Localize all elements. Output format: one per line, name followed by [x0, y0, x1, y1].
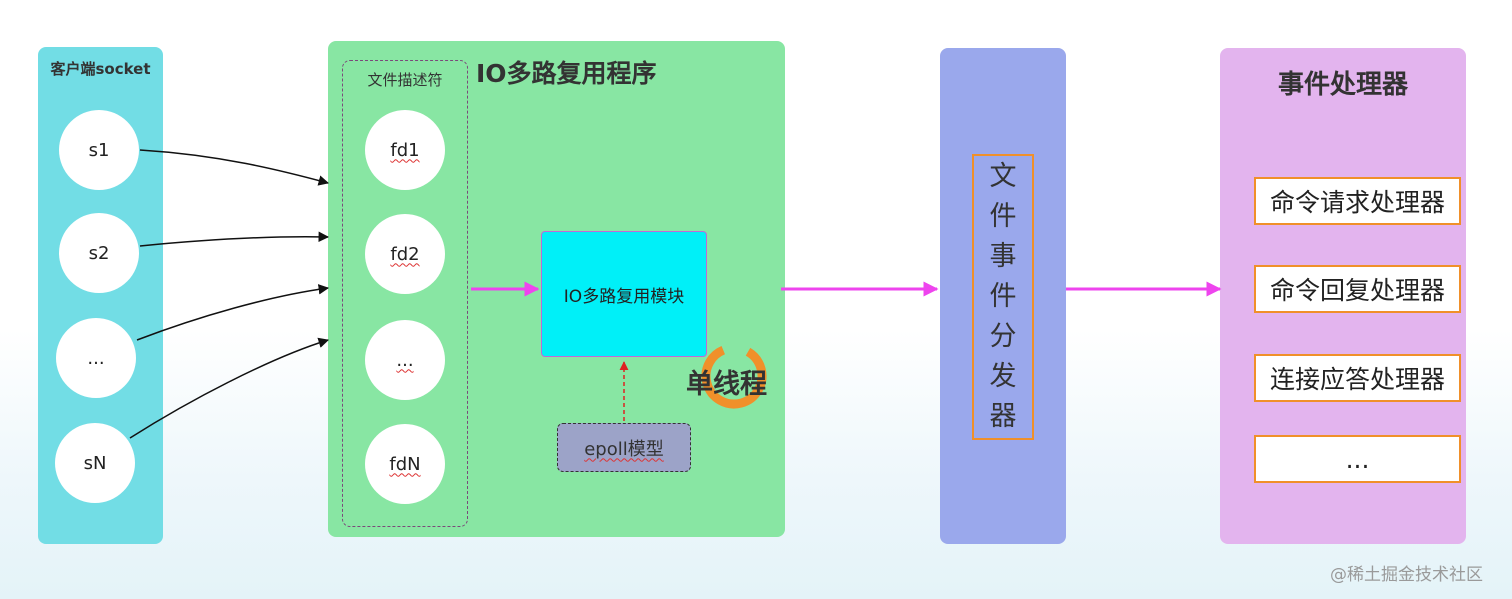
dispatcher-char: 文 — [989, 161, 1017, 192]
socket-node: s1 — [59, 110, 139, 190]
io-panel-title: IO多路复用程序 — [476, 59, 657, 88]
dispatcher-char: 分 — [989, 321, 1017, 352]
dispatcher-char: 件 — [989, 201, 1017, 232]
dispatcher-char: 事 — [989, 241, 1017, 272]
socket-node: ... — [56, 318, 136, 398]
socket-to-fd-arrow — [136, 284, 330, 341]
handler-item: ... — [1254, 435, 1461, 483]
fd-node: fd1 — [365, 110, 445, 190]
fd-node: fdN — [365, 424, 445, 504]
fd-node: ... — [365, 320, 445, 400]
file-descriptor-group — [342, 60, 468, 527]
socket-to-fd-arrow — [139, 231, 330, 247]
handler-item: 命令请求处理器 — [1254, 177, 1461, 225]
dispatcher-char: 件 — [989, 281, 1017, 312]
epoll-model-label: epoll模型 — [584, 438, 664, 460]
fd-node-label: fdN — [389, 453, 421, 475]
file-descriptor-title: 文件描述符 — [367, 71, 443, 89]
epoll-model-box: epoll模型 — [557, 423, 691, 472]
handler-panel-title: 事件处理器 — [1277, 70, 1408, 100]
single-thread-label: 单线程 — [686, 369, 767, 400]
socket-node: sN — [55, 423, 135, 503]
handler-item: 连接应答处理器 — [1254, 354, 1461, 402]
handler-item: 命令回复处理器 — [1254, 265, 1461, 313]
dispatcher-char: 器 — [989, 401, 1017, 432]
fd-node-label: fd2 — [390, 243, 420, 265]
dispatcher-char: 发 — [989, 361, 1017, 392]
fd-node: fd2 — [365, 214, 445, 294]
fd-node-label: fd1 — [390, 139, 420, 161]
socket-node: s2 — [59, 213, 139, 293]
io-multiplexing-module: IO多路复用模块 — [541, 231, 707, 357]
watermark: @稀土掘金技术社区 — [1330, 565, 1483, 585]
single-thread-ring-icon — [701, 343, 767, 409]
file-event-dispatcher-box: 文 件 事 件 分 发 器 — [972, 154, 1034, 440]
file-event-dispatcher-panel — [940, 48, 1066, 544]
client-panel-title: 客户端socket — [50, 60, 151, 78]
fd-node-label: ... — [396, 349, 414, 371]
socket-to-fd-arrow — [139, 149, 330, 186]
